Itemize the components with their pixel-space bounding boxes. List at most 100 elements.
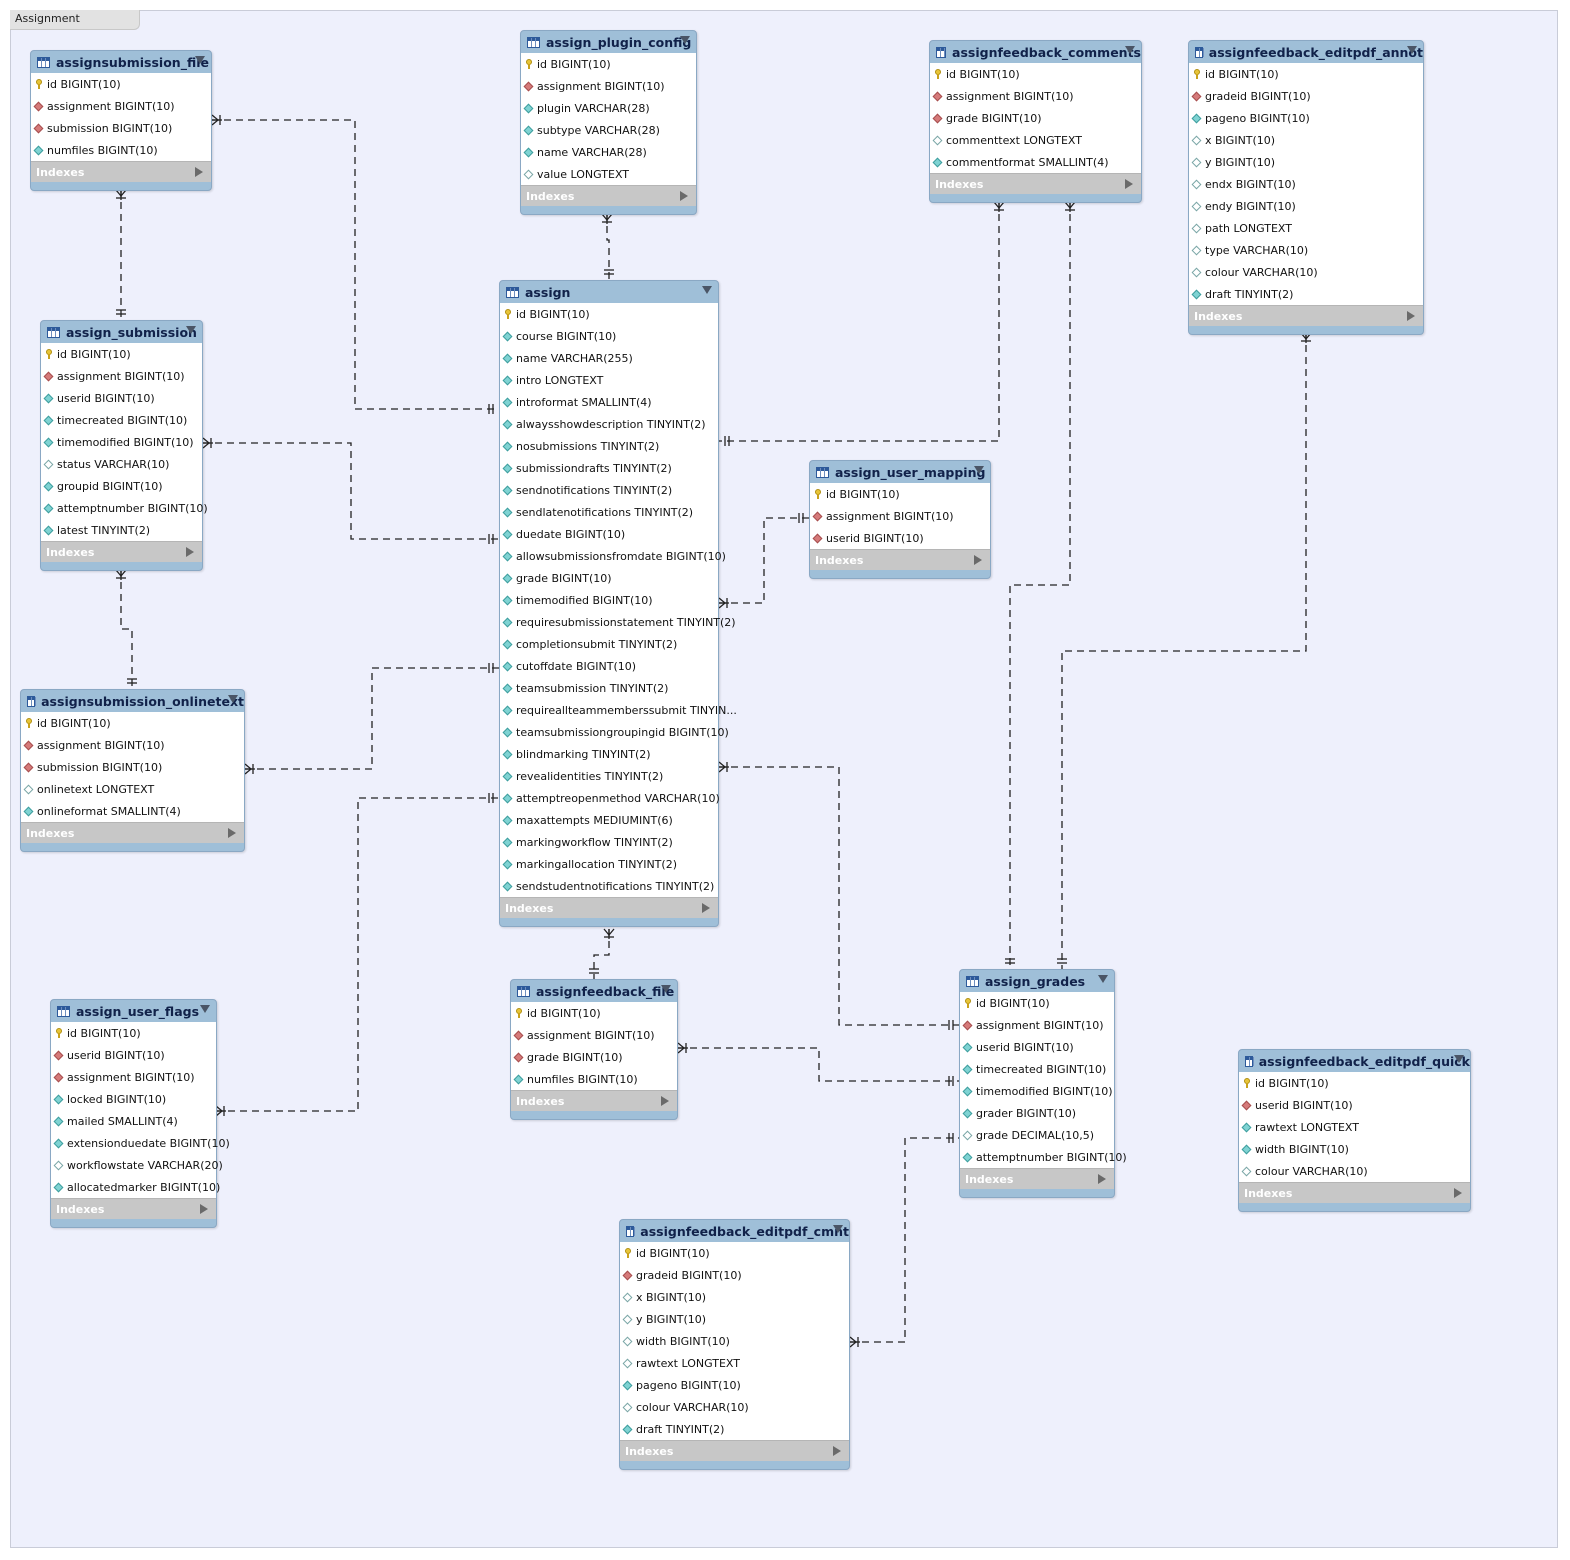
collapse-chevron-icon[interactable] [195, 56, 205, 64]
column-row[interactable]: grader BIGINT(10) [960, 1102, 1114, 1124]
table-header[interactable]: assignsubmission_file [31, 51, 211, 73]
indexes-section[interactable]: Indexes [930, 173, 1141, 194]
column-row[interactable]: width BIGINT(10) [1239, 1138, 1470, 1160]
column-row[interactable]: attemptnumber BIGINT(10) [960, 1146, 1127, 1168]
expand-arrow-icon[interactable] [833, 1446, 841, 1456]
column-row[interactable]: groupid BIGINT(10) [41, 475, 202, 497]
column-row[interactable]: assignment BIGINT(10) [51, 1066, 216, 1088]
column-row[interactable]: submissiondrafts TINYINT(2) [500, 457, 718, 479]
expand-arrow-icon[interactable] [1098, 1174, 1106, 1184]
column-row[interactable]: markingallocation TINYINT(2) [500, 853, 718, 875]
collapse-chevron-icon[interactable] [1098, 975, 1108, 983]
column-row[interactable]: introformat SMALLINT(4) [500, 391, 718, 413]
column-row[interactable]: timecreated BIGINT(10) [41, 409, 202, 431]
indexes-section[interactable]: Indexes [960, 1168, 1114, 1189]
column-row[interactable]: submission BIGINT(10) [31, 117, 211, 139]
column-row[interactable]: course BIGINT(10) [500, 325, 718, 347]
column-row[interactable]: timemodified BIGINT(10) [41, 431, 202, 453]
column-row[interactable]: numfiles BIGINT(10) [511, 1068, 677, 1090]
column-row[interactable]: id BIGINT(10) [21, 712, 244, 734]
expand-arrow-icon[interactable] [680, 191, 688, 201]
column-row[interactable]: sendstudentnotifications TINYINT(2) [500, 875, 718, 897]
collapse-chevron-icon[interactable] [661, 985, 671, 993]
table-header[interactable]: assign_grades [960, 970, 1114, 992]
column-row[interactable]: attemptnumber BIGINT(10) [41, 497, 208, 519]
column-row[interactable]: markingworkflow TINYINT(2) [500, 831, 718, 853]
indexes-section[interactable]: Indexes [500, 897, 718, 918]
column-row[interactable]: userid BIGINT(10) [960, 1036, 1114, 1058]
column-row[interactable]: nosubmissions TINYINT(2) [500, 435, 718, 457]
column-row[interactable]: onlinetext LONGTEXT [21, 778, 244, 800]
column-row[interactable]: assignment BIGINT(10) [511, 1024, 677, 1046]
column-row[interactable]: id BIGINT(10) [960, 992, 1114, 1014]
column-row[interactable]: userid BIGINT(10) [51, 1044, 216, 1066]
column-row[interactable]: x BIGINT(10) [620, 1286, 849, 1308]
indexes-section[interactable]: Indexes [1239, 1182, 1470, 1203]
column-row[interactable]: revealidentities TINYINT(2) [500, 765, 718, 787]
column-row[interactable]: timecreated BIGINT(10) [960, 1058, 1114, 1080]
column-row[interactable]: workflowstate VARCHAR(20) [51, 1154, 223, 1176]
column-row[interactable]: id BIGINT(10) [521, 53, 696, 75]
column-row[interactable]: userid BIGINT(10) [41, 387, 202, 409]
column-row[interactable]: timemodified BIGINT(10) [960, 1080, 1114, 1102]
column-row[interactable]: timemodified BIGINT(10) [500, 589, 718, 611]
expand-arrow-icon[interactable] [702, 903, 710, 913]
expand-arrow-icon[interactable] [228, 828, 236, 838]
expand-arrow-icon[interactable] [1454, 1188, 1462, 1198]
column-row[interactable]: x BIGINT(10) [1189, 129, 1423, 151]
column-row[interactable]: name VARCHAR(255) [500, 347, 718, 369]
table-header[interactable]: assignfeedback_comments [930, 41, 1141, 63]
column-row[interactable]: sendnotifications TINYINT(2) [500, 479, 718, 501]
table-header[interactable]: assign_plugin_config [521, 31, 696, 53]
column-row[interactable]: plugin VARCHAR(28) [521, 97, 696, 119]
column-row[interactable]: commenttext LONGTEXT [930, 129, 1141, 151]
column-row[interactable]: width BIGINT(10) [620, 1330, 849, 1352]
column-row[interactable]: y BIGINT(10) [1189, 151, 1423, 173]
column-row[interactable]: userid BIGINT(10) [810, 527, 990, 549]
indexes-section[interactable]: Indexes [21, 822, 244, 843]
column-row[interactable]: grade BIGINT(10) [930, 107, 1141, 129]
column-row[interactable]: endx BIGINT(10) [1189, 173, 1423, 195]
column-row[interactable]: commentformat SMALLINT(4) [930, 151, 1141, 173]
column-row[interactable]: requireallteammemberssubmit TINYIN... [500, 699, 737, 721]
column-row[interactable]: gradeid BIGINT(10) [620, 1264, 849, 1286]
column-row[interactable]: y BIGINT(10) [620, 1308, 849, 1330]
column-row[interactable]: assignment BIGINT(10) [930, 85, 1141, 107]
collapse-chevron-icon[interactable] [1407, 46, 1417, 54]
column-row[interactable]: id BIGINT(10) [41, 343, 202, 365]
expand-arrow-icon[interactable] [974, 555, 982, 565]
column-row[interactable]: gradeid BIGINT(10) [1189, 85, 1423, 107]
table-header[interactable]: assignsubmission_onlinetext [21, 690, 244, 712]
column-row[interactable]: grade BIGINT(10) [500, 567, 718, 589]
collapse-chevron-icon[interactable] [680, 36, 690, 44]
indexes-section[interactable]: Indexes [41, 541, 202, 562]
layer-tab[interactable]: Assignment [10, 10, 140, 30]
indexes-section[interactable]: Indexes [620, 1440, 849, 1461]
column-row[interactable]: status VARCHAR(10) [41, 453, 202, 475]
collapse-chevron-icon[interactable] [200, 1005, 210, 1013]
column-row[interactable]: colour VARCHAR(10) [1189, 261, 1423, 283]
column-row[interactable]: mailed SMALLINT(4) [51, 1110, 216, 1132]
column-row[interactable]: alwaysshowdescription TINYINT(2) [500, 413, 718, 435]
column-row[interactable]: colour VARCHAR(10) [620, 1396, 849, 1418]
column-row[interactable]: maxattempts MEDIUMINT(6) [500, 809, 718, 831]
table-header[interactable]: assignfeedback_editpdf_annot [1189, 41, 1423, 63]
column-row[interactable]: numfiles BIGINT(10) [31, 139, 211, 161]
column-row[interactable]: id BIGINT(10) [1239, 1072, 1470, 1094]
table-header[interactable]: assign_submission [41, 321, 202, 343]
indexes-section[interactable]: Indexes [31, 161, 211, 182]
indexes-section[interactable]: Indexes [810, 549, 990, 570]
column-row[interactable]: assignment BIGINT(10) [810, 505, 990, 527]
